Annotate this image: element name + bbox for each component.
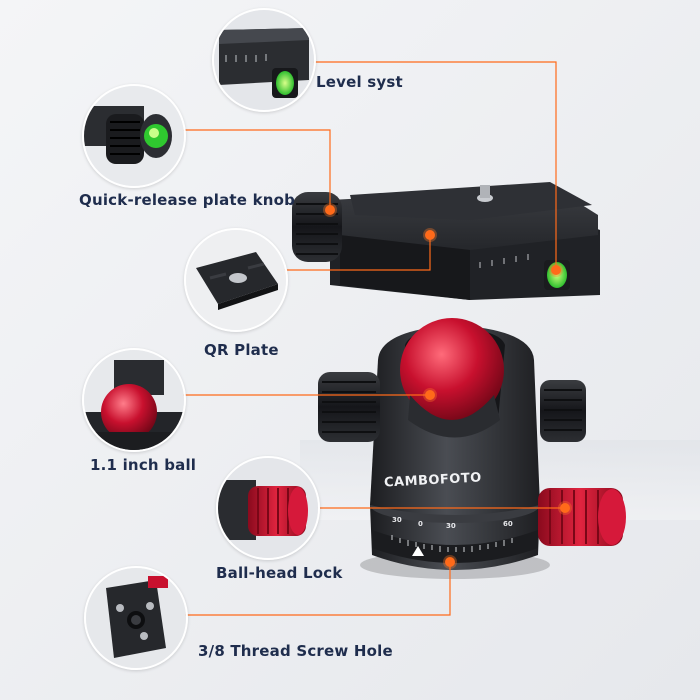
dot-plate <box>425 230 435 240</box>
detail-circle-lock <box>216 456 320 560</box>
label-level-system: Level syst <box>316 73 403 91</box>
scale-mark-2: 0 <box>418 520 423 528</box>
label-ball: 1.1 inch ball <box>90 456 197 474</box>
detail-circle-qr-plate <box>184 228 288 332</box>
scale-mark-1: 30 <box>392 516 402 524</box>
label-qr-plate: QR Plate <box>204 341 279 359</box>
dot-lock <box>560 503 570 513</box>
dot-level <box>551 265 561 275</box>
detail-circle-knob <box>82 84 186 188</box>
scale-mark-4: 60 <box>503 520 513 528</box>
dot-thread <box>445 557 455 567</box>
detail-circle-thread <box>84 566 188 670</box>
scale-mark-3: 30 <box>446 522 456 530</box>
dot-ball <box>425 390 435 400</box>
label-qr-knob: Quick-release plate knob <box>79 191 296 209</box>
label-thread: 3/8 Thread Screw Hole <box>198 642 393 660</box>
detail-circle-level <box>212 8 316 112</box>
label-lock: Ball-head Lock <box>216 564 343 582</box>
detail-circle-ball <box>82 348 186 452</box>
dot-knob <box>325 205 335 215</box>
